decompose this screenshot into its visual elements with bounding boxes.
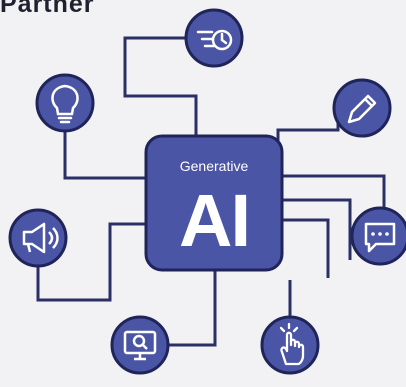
connector-chat-2 [280,198,352,260]
pencil-icon [347,94,377,124]
core-label-small: Generative [179,158,249,174]
connector-lightbulb [63,128,150,180]
chat-bubble-icon [364,222,396,253]
connector-tap [280,218,330,278]
monitor-search-icon [123,330,157,361]
core-chip [144,134,284,272]
connector-megaphone [36,222,150,302]
lightbulb-icon [51,84,79,124]
node-chat[interactable] [350,206,406,266]
connector-pencil [276,108,340,160]
node-lightbulb[interactable] [35,73,95,133]
page-title: Partner [0,0,95,18]
node-speed[interactable] [184,8,244,68]
megaphone-icon [22,222,59,254]
core-label-big: AI [179,179,251,262]
tap-hand-icon [279,322,305,366]
node-megaphone[interactable] [8,208,68,268]
node-tap[interactable] [260,315,320,375]
connector-speed [123,36,198,135]
node-pencil[interactable] [332,78,392,138]
connector-chat [280,174,386,208]
connector-monitor [168,270,217,347]
node-monitor[interactable] [110,315,170,375]
speed-icon [196,29,233,51]
